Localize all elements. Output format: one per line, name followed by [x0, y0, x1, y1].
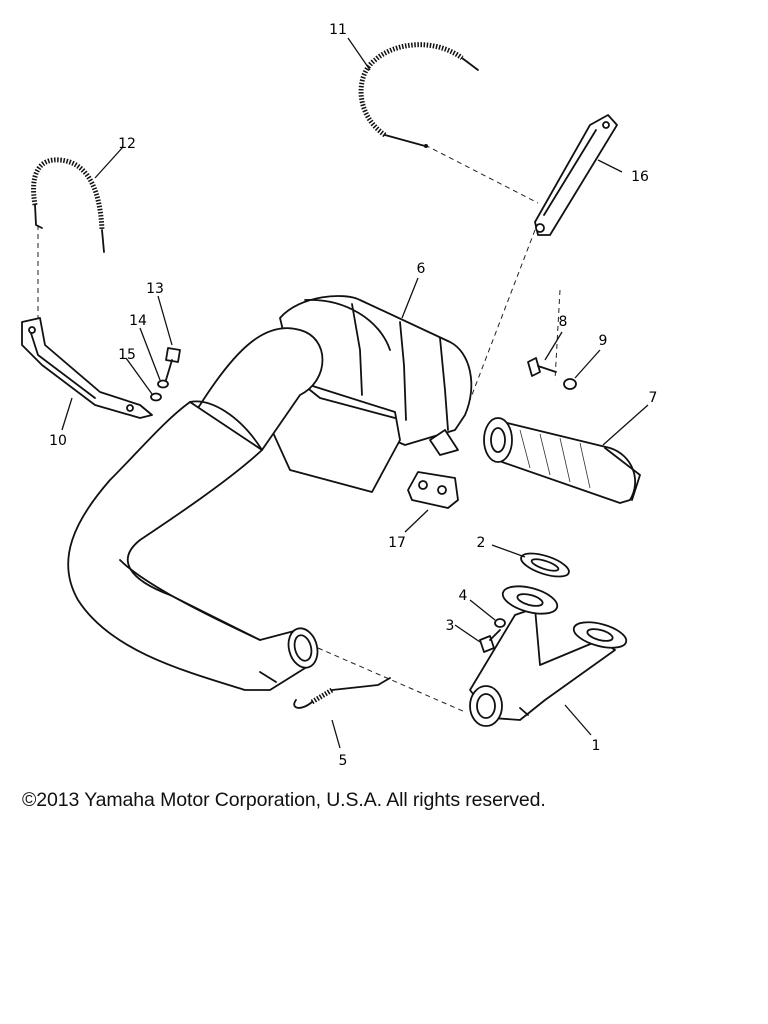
part-16-stay — [534, 114, 618, 236]
exhaust-parts-diagram: 1 2 3 4 5 6 7 8 9 10 11 12 13 14 15 16 1… — [21, 22, 657, 769]
part-12-spring — [31, 157, 105, 253]
callout-3: 3 — [446, 618, 455, 634]
part-4-washer — [494, 618, 506, 628]
callout-labels: 1 2 3 4 5 6 7 8 9 10 11 12 13 14 15 16 1… — [49, 22, 657, 769]
part-9-washer — [563, 378, 577, 390]
part-6-muffler — [67, 295, 473, 691]
callout-8: 8 — [559, 314, 568, 330]
copyright-notice: ©2013 Yamaha Motor Corporation, U.S.A. A… — [22, 789, 546, 811]
part-14-washer — [157, 379, 169, 389]
callout-6: 6 — [417, 261, 426, 277]
part-2-gasket — [520, 552, 570, 578]
part-15-nut — [150, 392, 162, 402]
callout-9: 9 — [599, 333, 608, 349]
part-1-manifold — [469, 585, 628, 727]
part-10-bracket — [21, 317, 153, 419]
callout-15: 15 — [118, 347, 136, 363]
part-17-damper — [407, 471, 459, 509]
callout-12: 12 — [118, 136, 136, 152]
part-8-bolt — [527, 357, 557, 377]
callout-2: 2 — [477, 535, 486, 551]
part-3-bolt — [479, 629, 501, 653]
callout-14: 14 — [129, 313, 147, 329]
callout-11: 11 — [329, 22, 347, 38]
callout-17: 17 — [388, 535, 406, 551]
part-5-spring — [293, 677, 391, 709]
assembly-guide-lines — [37, 144, 561, 713]
callout-16: 16 — [631, 169, 649, 185]
callout-13: 13 — [146, 281, 164, 297]
callout-5: 5 — [339, 753, 348, 769]
callout-1: 1 — [592, 738, 601, 754]
part-13-bolt — [165, 347, 181, 381]
callout-10: 10 — [49, 433, 67, 449]
callout-4: 4 — [459, 588, 468, 604]
callout-7: 7 — [649, 390, 658, 406]
part-11-spring — [358, 42, 479, 148]
part-7-tail-pipe — [483, 417, 641, 504]
callout-leaders — [61, 37, 649, 749]
